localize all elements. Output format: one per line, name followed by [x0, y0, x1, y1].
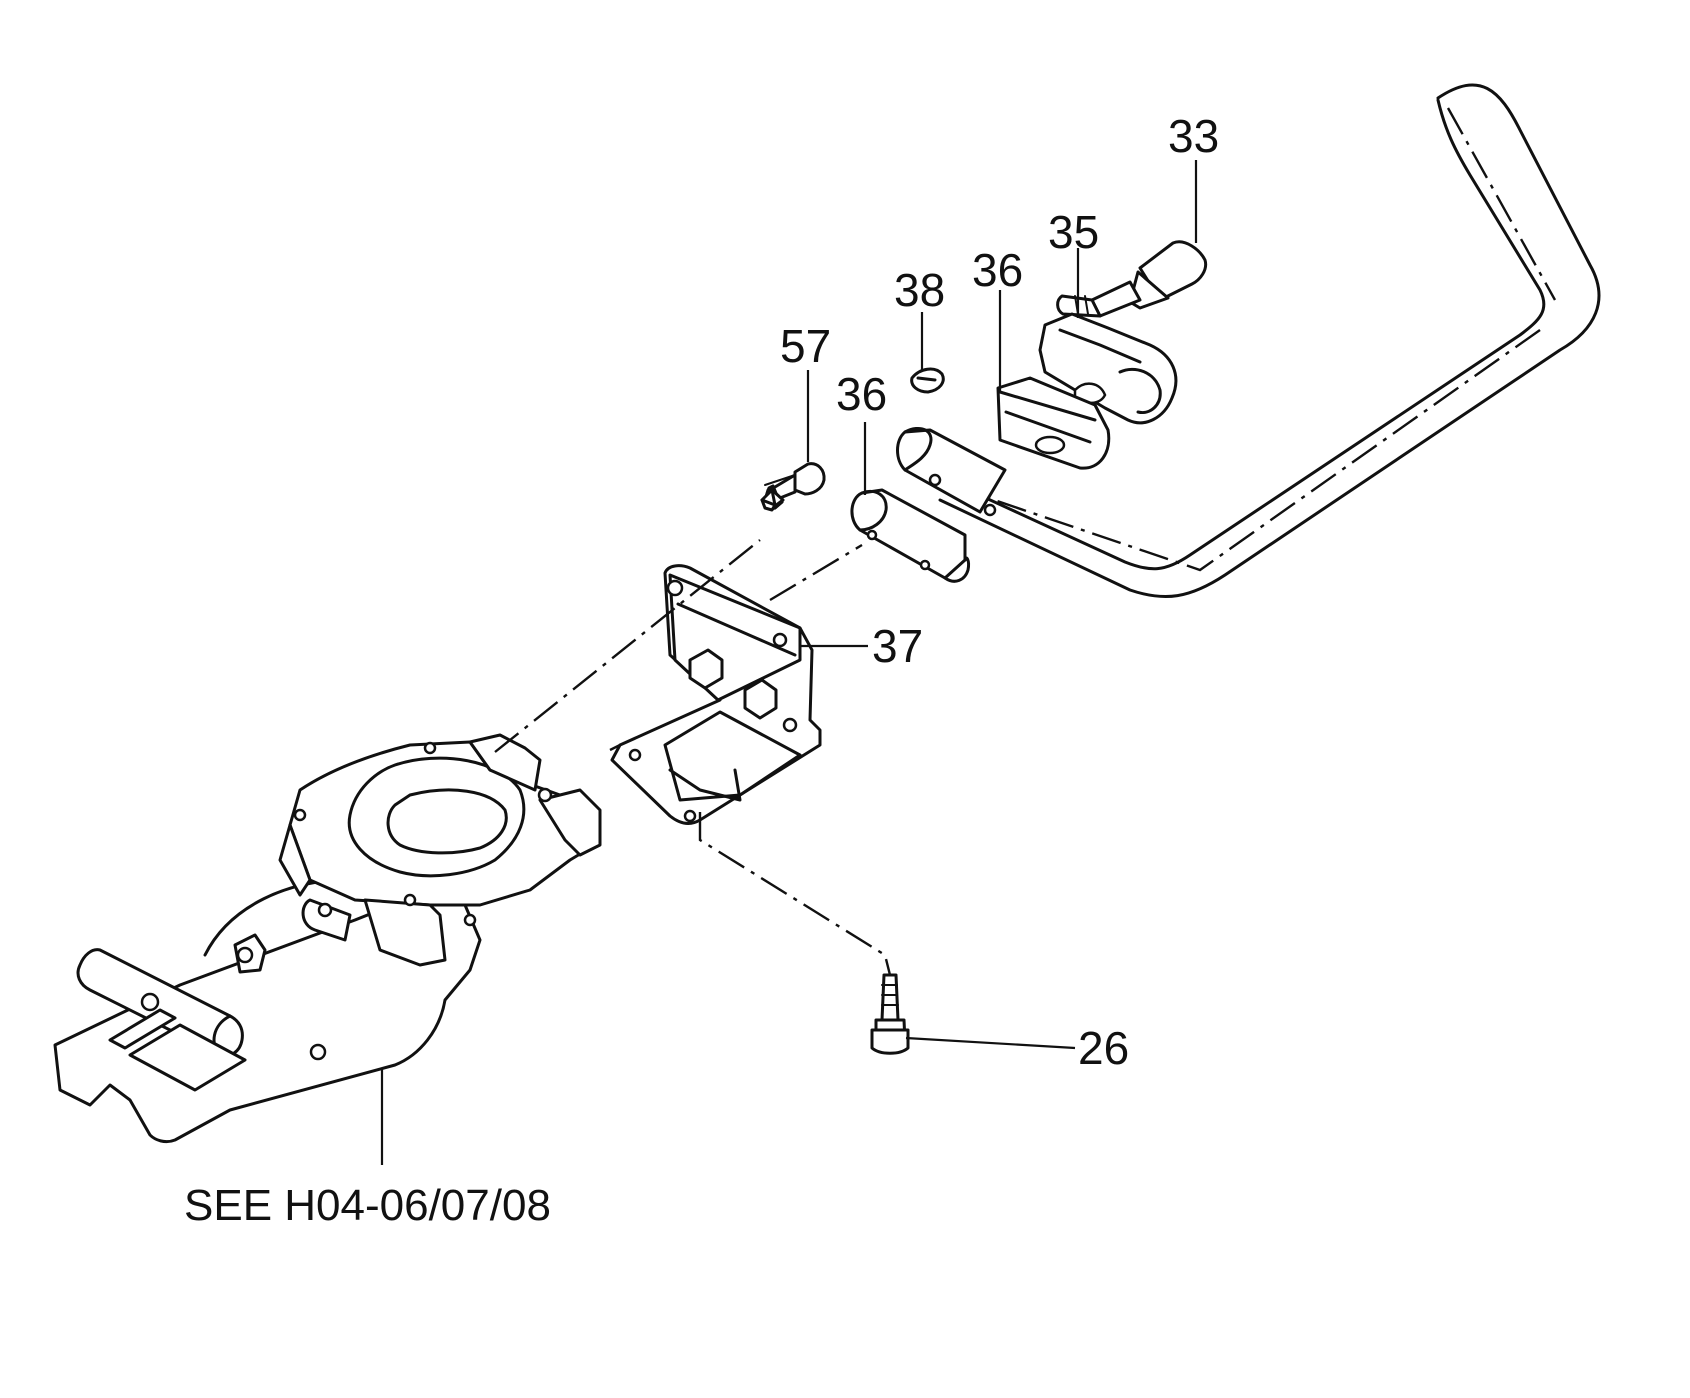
callout-26: 26 [1078, 1022, 1129, 1074]
handle-bar [923, 83, 1601, 599]
leader-26 [905, 1036, 1076, 1050]
part-26-screw [870, 973, 910, 1055]
part-57-screw [760, 462, 826, 512]
callout-35: 35 [1048, 206, 1099, 258]
bracket-nut-right [743, 678, 778, 720]
part-36-lower-sleeve [850, 488, 971, 583]
callout-33: 33 [1168, 110, 1219, 162]
part-37-bracket [610, 564, 822, 825]
callout-36-upper: 36 [972, 244, 1023, 296]
callout-38: 38 [894, 264, 945, 316]
assembly-centerlines [494, 539, 892, 976]
part-35-clamp [1038, 312, 1178, 425]
callout-57: 57 [780, 320, 831, 372]
part-38-nut [910, 367, 945, 394]
callout-37: 37 [872, 620, 923, 672]
part-33-bolt [1056, 240, 1208, 318]
bracket-nut-left [688, 648, 724, 690]
callout-36-lower: 36 [836, 368, 887, 420]
part-36-upper-sleeve [996, 376, 1111, 470]
carburetor-body [53, 733, 602, 1144]
reference-note: SEE H04-06/07/08 [184, 1181, 551, 1230]
tube-segment [896, 427, 1007, 517]
